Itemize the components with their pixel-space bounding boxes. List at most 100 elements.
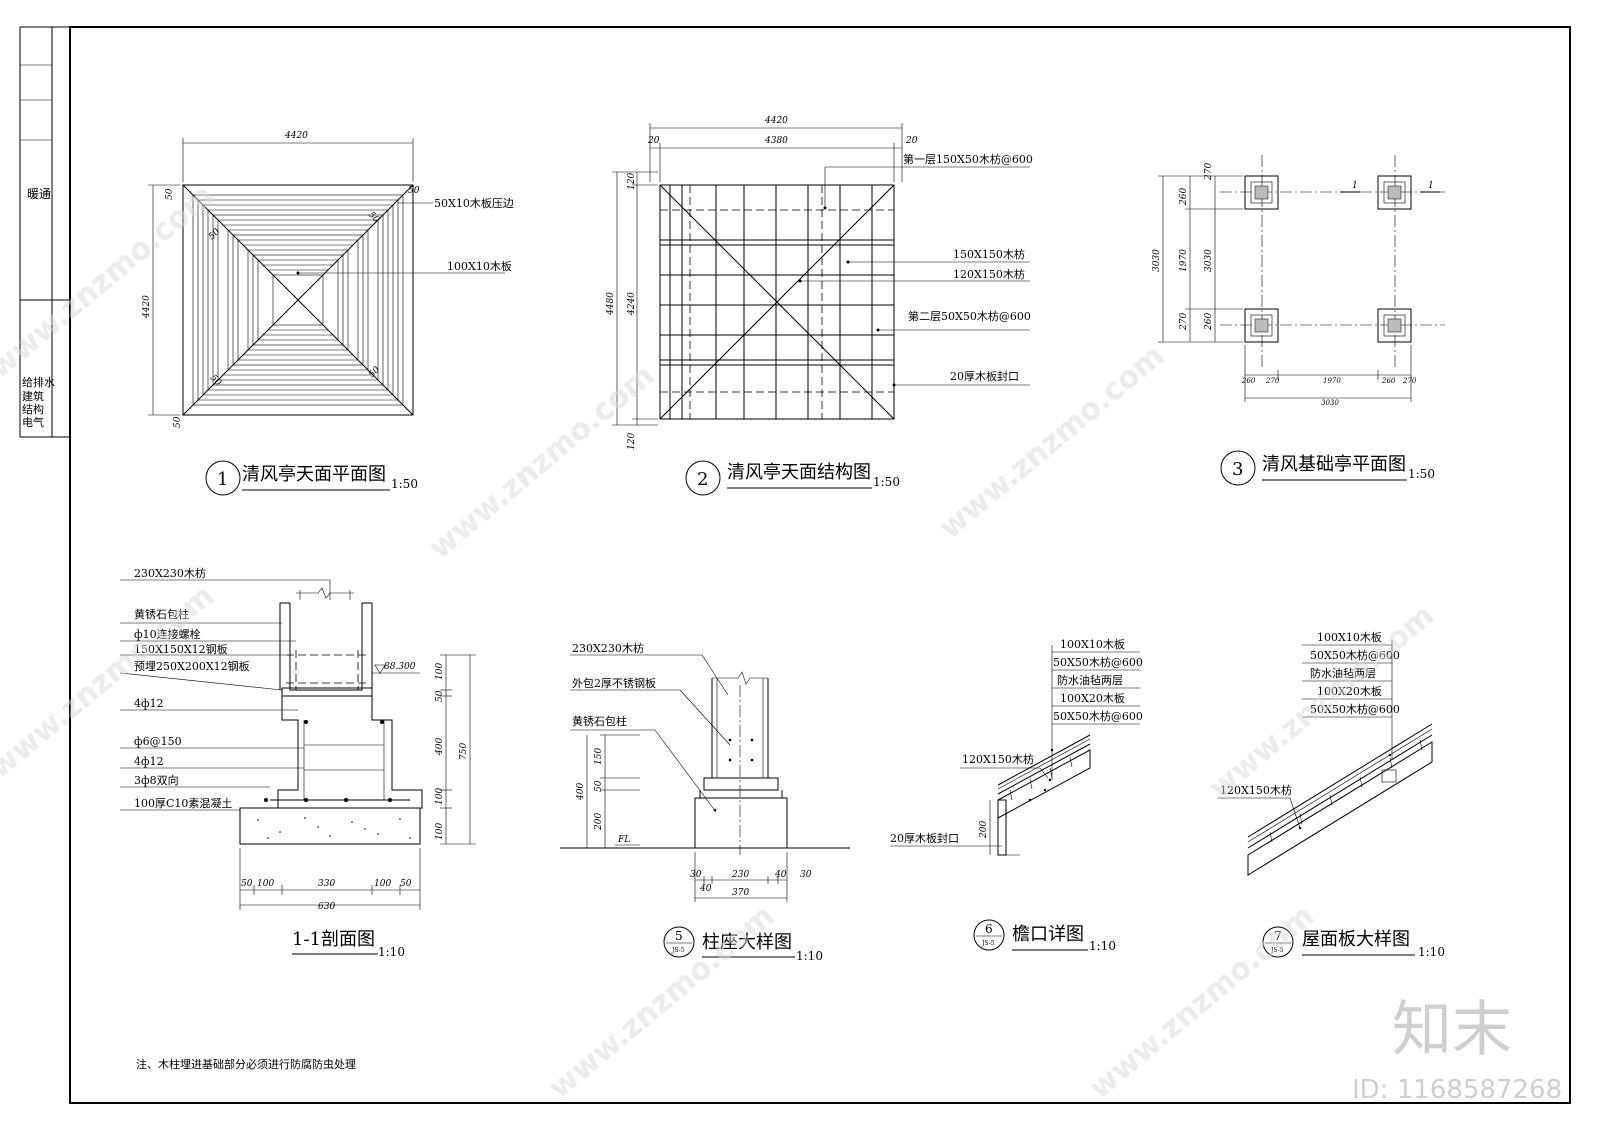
dim-100: 100 — [435, 823, 445, 840]
drawing-title: 柱座大样图 — [702, 932, 792, 953]
dim-270: 270 — [1204, 163, 1214, 181]
label-rebar-4d12-b: 4ф12 — [134, 755, 164, 768]
drawing-number: 2 — [697, 469, 708, 490]
dim-50: 50 — [594, 780, 604, 792]
drawing-number: 6 — [985, 922, 993, 936]
dim-40: 40 — [774, 870, 787, 880]
dim-4420: 4420 — [764, 116, 788, 126]
label-100x10-board: 100X10木板 — [447, 259, 512, 273]
label-230x230-column: 230X230木枋 — [572, 641, 644, 655]
drawing-number: 5 — [675, 929, 683, 943]
dim-50: 50 — [241, 879, 253, 889]
watermark-text: www.znzmo.com — [0, 178, 221, 386]
layer-3: 防水油毡两层 — [1057, 673, 1123, 687]
dim-4420-left: 4420 — [142, 295, 152, 319]
column-footings — [1244, 175, 1412, 343]
section-mark-1: 1 — [1352, 181, 1358, 191]
label-150x150-beam: 150X150木枋 — [953, 247, 1025, 261]
drawing-scale: 1:10 — [1089, 939, 1116, 953]
drawing-title: 清风亭天面平面图 — [242, 464, 386, 485]
layer-4: 100X20木板 — [1317, 684, 1382, 698]
drawing-title: 屋面板大样图 — [1302, 929, 1410, 950]
sheet-ref: JS-5 — [671, 947, 685, 954]
dim-50: 50 — [207, 227, 222, 242]
label-stone-cladding: 黄锈石包柱 — [134, 607, 189, 621]
dim-230: 230 — [731, 870, 749, 880]
drawing-3-foundation-plan: 1 1 3030 1970 3030 260 270 270 260 260 2… — [1152, 155, 1445, 486]
dim-50: 50 — [400, 879, 412, 889]
watermark-text: www.znzmo.com — [543, 898, 781, 1106]
drawing-scale: 1:10 — [1418, 945, 1445, 959]
image-id: ID: 1168587268 — [1352, 1075, 1562, 1105]
dim-30: 30 — [690, 870, 702, 880]
dim-20: 20 — [905, 136, 918, 146]
dim-1970: 1970 — [1323, 377, 1341, 385]
dim-50: 50 — [435, 690, 445, 702]
dim-120: 120 — [627, 433, 637, 450]
label-20-board-seal: 20厚木板封口 — [950, 369, 1019, 383]
label-stone-cladding: 黄锈石包柱 — [572, 714, 627, 728]
drawing-scale: 1:10 — [378, 945, 405, 959]
label-120x150-beam: 120X150木枋 — [1220, 783, 1292, 797]
dim-400: 400 — [576, 783, 586, 801]
dim-630: 630 — [318, 902, 335, 912]
dim-400: 400 — [435, 738, 445, 756]
drawing-title: 清风亭天面结构图 — [727, 462, 871, 483]
title-block-disciplines: 暖通 建筑 结构 电气 给排水 — [22, 187, 55, 429]
drawing-title: 清风基础亭平面图 — [1262, 454, 1406, 475]
layer-1: 100X10木板 — [1317, 630, 1382, 644]
drawing-2-roof-structure: 4420 4380 20 20 4480 4240 120 120 第一层150… — [606, 116, 1033, 496]
dim-200: 200 — [594, 813, 604, 831]
drawing-scale: 1:10 — [796, 949, 823, 963]
layer-1: 100X10木板 — [1060, 637, 1125, 651]
dim-260: 260 — [1381, 377, 1396, 385]
dim-4240: 4240 — [627, 292, 637, 316]
dim-1970: 1970 — [1179, 249, 1189, 272]
drawing-4-section: 230X230木枋 黄锈石包柱 ф10连接螺栓 150X150X12钢板 预埋2… — [119, 566, 476, 959]
dim-50: 50 — [208, 373, 223, 388]
layer-3: 防水油毡两层 — [1310, 666, 1376, 680]
label-120x150-beam: 120X150木枋 — [953, 267, 1025, 281]
dim-3030: 3030 — [1321, 399, 1339, 407]
dim-50: 50 — [366, 210, 381, 225]
dim-30: 30 — [800, 870, 812, 880]
drawing-scale: 1:50 — [391, 477, 418, 491]
label-layer2-joist: 第二层50X50木枋@600 — [908, 309, 1031, 323]
discipline-arch: 建筑 — [22, 389, 44, 403]
label-layer1-joist: 第一层150X50木枋@600 — [903, 152, 1033, 166]
dim-3030-b: 3030 — [1204, 249, 1214, 272]
drawing-number: 3 — [1232, 459, 1243, 480]
watermark-text: www.znzmo.com — [1083, 898, 1321, 1106]
label-concrete-base: 100厚C10素混凝土 — [134, 796, 232, 810]
dim-200: 200 — [979, 821, 989, 839]
discipline-hvac: 暖通 — [27, 187, 51, 201]
drawing-number-bubble — [205, 460, 241, 496]
dim-4420-top: 4420 — [284, 131, 308, 141]
dim-150: 150 — [594, 748, 604, 765]
watermark-text: www.znzmo.com — [423, 358, 661, 566]
dim-260: 260 — [1204, 313, 1214, 331]
label-stirrup: ф6@150 — [134, 735, 182, 748]
dim-750: 750 — [459, 743, 469, 760]
dim-330: 330 — [318, 879, 335, 889]
general-note: 注、木柱埋进基础部分必须进行防腐防虫处理 — [136, 1057, 356, 1071]
elevation-mark: 88.300 — [384, 662, 416, 672]
label-steel-wrap: 外包2厚不锈钢板 — [572, 676, 656, 690]
label-20-board-seal: 20厚木板封口 — [890, 831, 959, 845]
dim-260: 260 — [1241, 377, 1256, 385]
dim-100: 100 — [435, 663, 445, 680]
layer-2: 50X50木枋@600 — [1053, 655, 1143, 669]
dim-40: 40 — [699, 884, 712, 894]
drawing-scale: 1:50 — [873, 475, 900, 489]
dim-50: 50 — [165, 188, 175, 200]
layer-5: 50X50木枋@600 — [1310, 702, 1400, 716]
label-50x10-edge-board: 50X10木板压边 — [434, 196, 514, 210]
label-rebar-mesh: 3ф8双向 — [134, 773, 179, 787]
dim-4480: 4480 — [606, 292, 616, 316]
dim-370: 370 — [732, 888, 749, 898]
layer-2: 50X50木枋@600 — [1310, 648, 1400, 662]
label-120x150-beam: 120X150木枋 — [962, 752, 1034, 766]
dim-3030: 3030 — [1152, 249, 1162, 272]
watermark-text: www.znzmo.com — [0, 578, 221, 786]
watermark-text: www.znzmo.com — [1203, 598, 1441, 806]
